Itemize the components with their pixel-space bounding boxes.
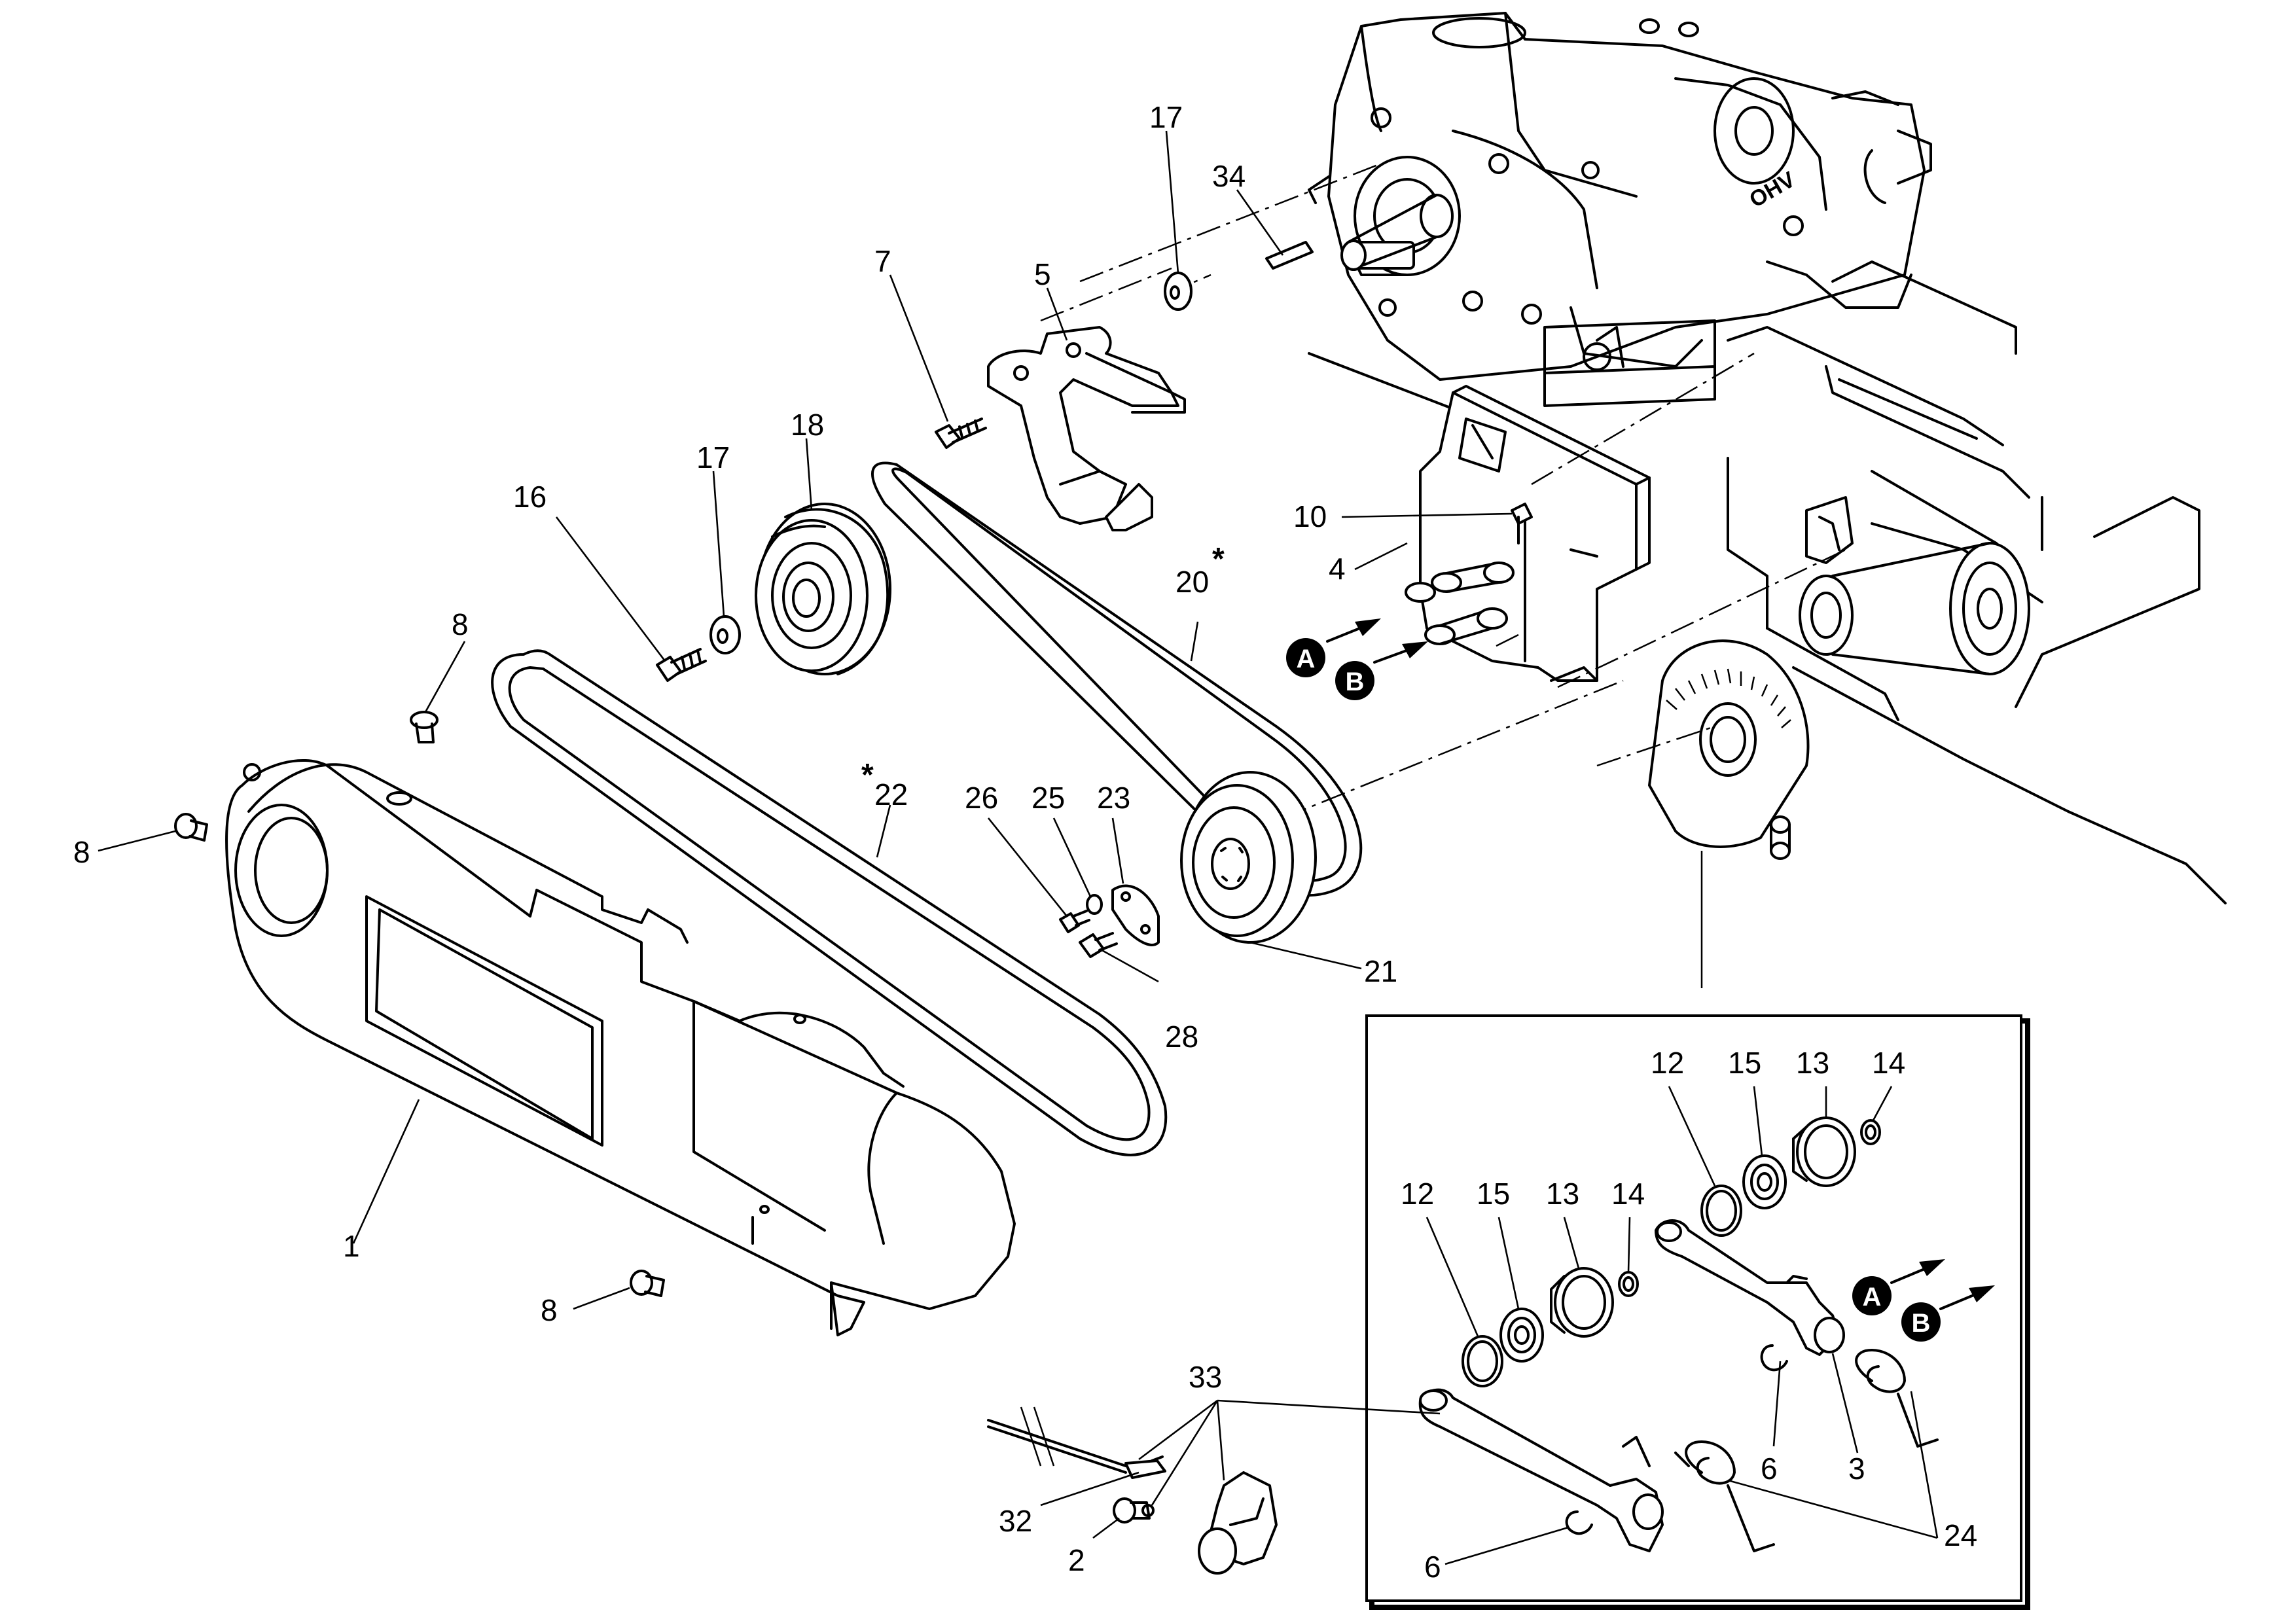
callout-28: 28 xyxy=(1165,1020,1198,1054)
callout-labels: 17 34 7 5 18 17 16 8 8 1 8 10 4 20 * 22 … xyxy=(73,100,1977,1584)
part-8-screw-b xyxy=(174,813,208,842)
arrow-b-left xyxy=(1373,641,1428,664)
part-24-spring-upper xyxy=(1855,1349,1939,1448)
callout-7: 7 xyxy=(874,244,891,278)
callout-14-lower: 14 xyxy=(1611,1177,1645,1211)
part-12-ring-upper xyxy=(1700,1185,1742,1237)
callout-5: 5 xyxy=(1034,257,1051,291)
star-22: * xyxy=(861,758,874,793)
svg-text:B: B xyxy=(1346,668,1365,696)
part-3-pedal-lever-upper xyxy=(1655,1219,1845,1356)
callout-25: 25 xyxy=(1031,781,1065,815)
callout-32: 32 xyxy=(999,1504,1032,1538)
part-12-ring-lower xyxy=(1462,1335,1503,1387)
callout-17: 17 xyxy=(696,440,730,474)
part-1-belt-cover xyxy=(225,759,1016,1336)
callout-13-upper: 13 xyxy=(1796,1046,1829,1080)
part-34-key xyxy=(1265,241,1314,270)
part-3-pedal-lever-lower xyxy=(1418,1388,1664,1552)
callout-15-upper: 15 xyxy=(1728,1046,1761,1080)
callout-6-inset-left: 6 xyxy=(1424,1550,1441,1584)
arrow-a-left xyxy=(1326,618,1381,643)
part-6-clip-upper xyxy=(1760,1344,1788,1372)
callout-12-lower: 12 xyxy=(1401,1177,1434,1211)
callout-20: 20 xyxy=(1175,565,1209,599)
part-33-clamp xyxy=(1198,1471,1278,1575)
part-8-screw-a xyxy=(410,711,439,743)
callout-3: 3 xyxy=(1848,1452,1865,1486)
part-21-pulley xyxy=(1180,771,1317,944)
callout-10: 10 xyxy=(1293,499,1327,533)
arrow-a-right xyxy=(1890,1259,1945,1284)
part-32-cable xyxy=(987,1406,1166,1479)
badge-a-right: A xyxy=(1852,1276,1892,1315)
part-7-bolt xyxy=(935,418,987,449)
callout-4: 4 xyxy=(1329,552,1346,586)
callout-34: 34 xyxy=(1212,159,1246,193)
frame-chassis xyxy=(1308,260,2227,988)
part-8-screw-c xyxy=(630,1270,665,1297)
badge-b-left: B xyxy=(1335,661,1374,700)
callout-22: 22 xyxy=(874,777,908,812)
arrow-b-right xyxy=(1939,1285,1995,1310)
leader-lines xyxy=(98,130,1939,1565)
part-13-bushing-lower xyxy=(1550,1267,1614,1338)
callout-15-lower: 15 xyxy=(1477,1177,1510,1211)
part-14-clip-upper xyxy=(1860,1119,1881,1145)
part-28-screw xyxy=(1079,932,1118,958)
callout-24: 24 xyxy=(1944,1518,1977,1552)
callout-16: 16 xyxy=(513,480,547,514)
badge-b-right: B xyxy=(1901,1302,1941,1342)
part-24-spring-lower xyxy=(1674,1440,1775,1552)
part-4-bracket-plate xyxy=(1405,385,1651,682)
callout-13-lower: 13 xyxy=(1546,1177,1579,1211)
callout-21: 21 xyxy=(1364,954,1397,988)
part-13-bushing-upper xyxy=(1792,1116,1856,1187)
part-16-bolt xyxy=(656,648,707,682)
callout-8-bottom: 8 xyxy=(541,1293,558,1327)
badge-a-left: A xyxy=(1286,638,1325,677)
part-6-clip-lower xyxy=(1565,1510,1593,1535)
part-17-washer xyxy=(709,615,741,654)
part-5-tension-bracket xyxy=(987,326,1186,531)
part-15-bearing-upper xyxy=(1742,1154,1787,1209)
star-20: * xyxy=(1212,542,1225,577)
callout-33: 33 xyxy=(1189,1360,1222,1394)
part-23-plate xyxy=(1111,884,1160,946)
part-18-pulley xyxy=(755,503,891,675)
svg-text:A: A xyxy=(1863,1283,1882,1311)
callout-18: 18 xyxy=(791,408,824,442)
svg-text:B: B xyxy=(1912,1309,1931,1338)
svg-text:A: A xyxy=(1297,645,1316,673)
callout-8-left: 8 xyxy=(73,835,90,869)
part-17-washer-top xyxy=(1164,272,1193,311)
callout-6-inset-right: 6 xyxy=(1761,1452,1778,1486)
part-22-belt xyxy=(491,649,1168,1156)
callout-8-top: 8 xyxy=(452,607,469,641)
part-15-bearing-lower xyxy=(1499,1308,1544,1363)
engine: OHV xyxy=(1308,12,1932,407)
callout-14-upper: 14 xyxy=(1872,1046,1905,1080)
part-14-clip-lower xyxy=(1618,1271,1639,1297)
engine-ohv-text: OHV xyxy=(1746,167,1800,213)
part-2-nipple xyxy=(1113,1497,1155,1524)
callout-12-upper: 12 xyxy=(1651,1046,1684,1080)
callout-23: 23 xyxy=(1097,781,1130,815)
callout-26: 26 xyxy=(965,781,998,815)
callout-2: 2 xyxy=(1068,1543,1085,1577)
part-25-washer xyxy=(1086,894,1103,915)
callout-1: 1 xyxy=(343,1229,360,1263)
callout-17-top: 17 xyxy=(1149,100,1183,134)
